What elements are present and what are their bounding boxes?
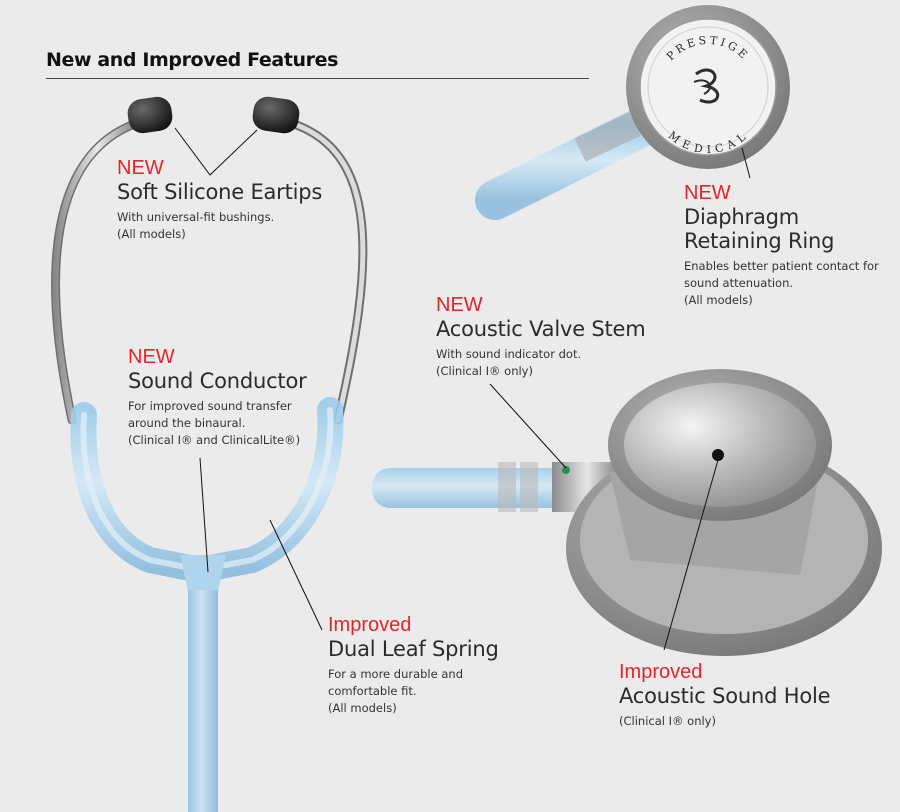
hole-desc-line: (Clinical I® only) [619,714,716,728]
callout-dual-leaf-spring: Improved Dual Leaf Spring For a more dur… [328,614,499,717]
improved-tag: Improved [619,661,703,683]
spring-desc-line: comfortable fit. [328,684,417,698]
chestpiece-tube [372,462,632,512]
ring-desc-line: sound attenuation. [684,276,794,290]
eartips-desc-line: With universal-fit bushings. [117,210,275,224]
conductor-desc-line: (Clinical I® and ClinicalLite®) [128,433,301,447]
sound-indicator-dot [562,466,570,474]
eartip-left [127,96,173,134]
eartips-title: Soft Silicone Eartips [117,180,323,204]
binaural-headset [51,117,368,425]
spring-desc-line: For a more durable and [328,667,463,681]
callout-sound-conductor: NEW Sound Conductor For improved sound t… [128,346,307,449]
conductor-desc-line: For improved sound transfer [128,399,292,413]
conductor-title: Sound Conductor [128,369,307,393]
new-tag: NEW [684,182,731,204]
spring-desc-line: (All models) [328,701,397,715]
improved-tag: Improved [328,614,412,636]
valve-desc-line: With sound indicator dot. [436,347,582,361]
callout-retaining-ring: NEW Diaphragm Retaining Ring Enables bet… [684,182,884,309]
ring-desc-line: Enables better patient contact for [684,259,879,273]
callout-eartips: NEW Soft Silicone Eartips With universal… [117,157,322,243]
diaphragm-retaining-ring [626,5,790,169]
valve-title: Acoustic Valve Stem [436,317,646,341]
eartips-desc-line: (All models) [117,227,186,241]
eartip-right [252,96,300,134]
chestpiece-bell [566,369,882,656]
ring-title-line: Diaphragm [684,205,800,229]
callout-valve-stem: NEW Acoustic Valve Stem With sound indic… [436,294,646,380]
ring-title-line: Retaining Ring [684,229,835,253]
spring-title: Dual Leaf Spring [328,637,499,661]
callout-sound-hole: Improved Acoustic Sound Hole (Clinical I… [619,661,831,730]
ring-desc-line: (All models) [684,293,753,307]
conductor-desc-line: around the binaural. [128,416,246,430]
new-tag: NEW [128,346,175,368]
page-heading: New and Improved Features [46,49,589,79]
valve-desc-line: (Clinical I® only) [436,364,533,378]
y-tubing [70,397,344,812]
new-tag: NEW [117,157,164,179]
leader-lines [174,127,751,651]
hole-title: Acoustic Sound Hole [619,684,831,708]
new-tag: NEW [436,294,483,316]
diaphragm-tube [475,108,660,220]
